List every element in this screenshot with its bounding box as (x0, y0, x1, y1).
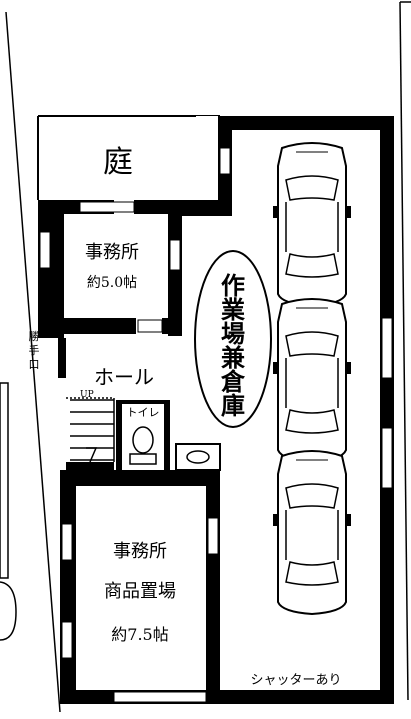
car-icon (272, 450, 352, 615)
stairs-up-label: UP (80, 390, 94, 400)
left-edge-box (0, 382, 9, 579)
office-large-size: 約7.5帖 (111, 625, 168, 644)
side-door-char-3: 口 (29, 358, 40, 371)
side-door-char-2: 手 (29, 343, 40, 357)
workshop-char-1: 作 (221, 271, 245, 300)
windows (39, 147, 393, 703)
office-large-name: 事務所 (113, 541, 167, 562)
office-small-size: 約5.0帖 (87, 275, 137, 291)
workshop-char-6: 庫 (221, 391, 245, 420)
shutter-label: シャッターあり (250, 673, 341, 688)
sink-icon (186, 450, 210, 464)
workshop-label-outline (194, 250, 272, 428)
office-large-subname: 商品置場 (104, 581, 176, 602)
site-boundary (5, 1, 411, 713)
toilet-icon (129, 426, 157, 465)
left-edge-arc (0, 581, 17, 641)
side-door-char-1: 勝 (29, 329, 40, 343)
car-icon (272, 142, 352, 307)
workshop-char-5: 倉 (220, 367, 246, 396)
workshop-char-3: 場 (221, 319, 245, 348)
office-small-name: 事務所 (85, 242, 139, 263)
workshop-char-4: 兼 (221, 343, 245, 372)
garden (37, 115, 220, 216)
workshop-char-2: 業 (221, 295, 245, 324)
hall-label: ホール (94, 365, 154, 389)
car-icon (272, 298, 352, 463)
stairs-icon (66, 397, 115, 463)
garden-label: 庭 (103, 145, 133, 180)
toilet-label: トイレ (127, 406, 160, 419)
